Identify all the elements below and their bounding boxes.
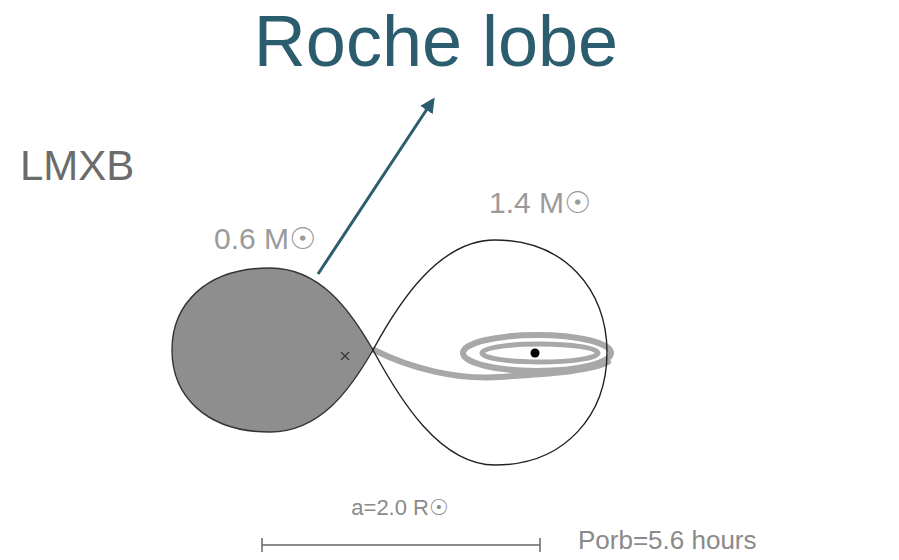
compact-object	[531, 349, 540, 358]
scale-tick	[539, 538, 541, 552]
scale-tick	[261, 538, 263, 552]
mass-label: 1.4 M☉	[486, 186, 594, 219]
callout-title: Roche lobe	[254, 2, 618, 81]
scale-bar	[262, 544, 540, 546]
lobe-shape	[172, 268, 373, 432]
lobe-outline	[368, 236, 614, 470]
period-label: Porb=5.6 hours	[578, 526, 757, 555]
accretion-disk	[463, 335, 611, 371]
accretion-disk-inner	[482, 344, 598, 362]
accretor-roche-lobe: 1.4 M☉	[368, 236, 614, 470]
leader-arrow	[318, 100, 433, 274]
system-type: LMXB	[20, 143, 134, 189]
donor-roche-lobe: 0.6 M☉	[168, 262, 380, 438]
lobe-shape	[373, 240, 607, 465]
separation-label: a=2.0 R☉	[351, 496, 448, 520]
lobe-outline	[168, 262, 380, 438]
accretion-stream	[374, 350, 608, 377]
mass-label: 0.6 M☉	[211, 222, 319, 255]
center-of-mass-cross	[341, 352, 349, 360]
